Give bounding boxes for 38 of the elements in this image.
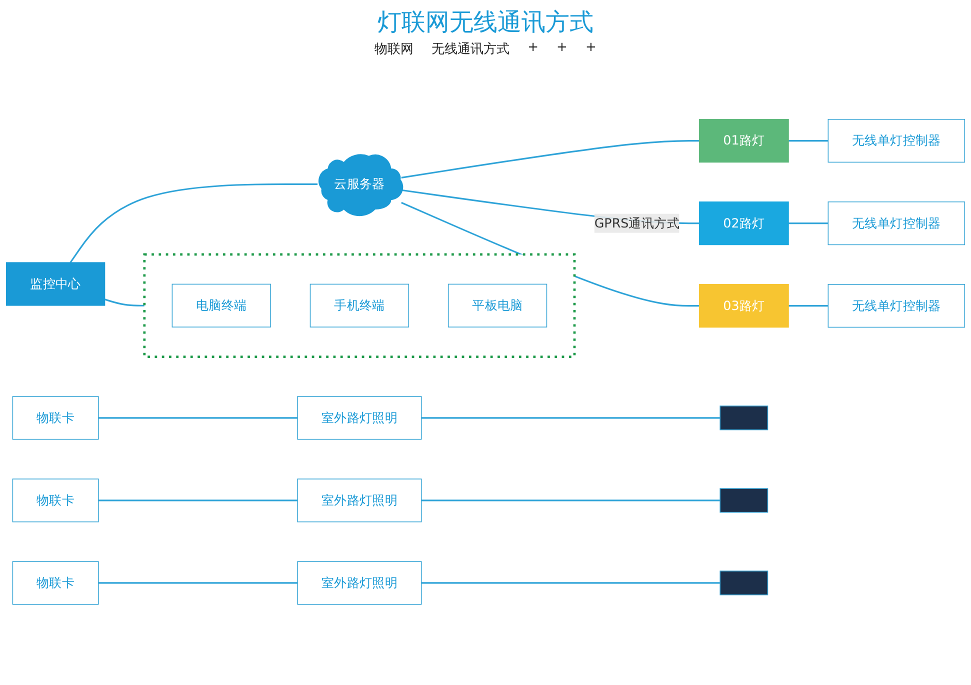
note-text: 无线通讯方式 <box>432 41 510 58</box>
connector <box>401 140 700 179</box>
connector <box>788 222 828 224</box>
node-box: 物联卡 <box>12 396 99 440</box>
node-box: 03路灯 <box>698 284 789 328</box>
connector <box>104 298 144 307</box>
diagram-title: 灯联网无线通讯方式 <box>376 7 594 38</box>
node-box: 无线单灯控制器 <box>828 119 966 163</box>
node-box: 室外路灯照明 <box>297 561 422 605</box>
note-text: + <box>528 40 539 57</box>
node-box: 手机终端 <box>310 284 410 328</box>
connector <box>788 140 828 142</box>
node-box: 01路灯 <box>698 119 789 163</box>
connector <box>421 500 720 502</box>
node-box: 无线单灯控制器 <box>828 202 966 246</box>
node-box <box>720 570 768 596</box>
connector <box>98 582 298 584</box>
note-text: 物联网 <box>374 41 414 58</box>
connector <box>98 500 298 502</box>
node-box: 监控中心 <box>6 262 106 306</box>
node-box: 室外路灯照明 <box>297 478 422 522</box>
connector <box>788 305 828 307</box>
node-box: 平板电脑 <box>448 284 548 328</box>
node-box: 物联卡 <box>12 561 99 605</box>
connector <box>421 582 720 584</box>
note-text: + <box>585 40 596 57</box>
node-box <box>720 406 768 430</box>
connector <box>70 184 318 264</box>
node-box <box>720 488 768 513</box>
connector <box>98 417 298 419</box>
note-text: + <box>556 40 568 57</box>
node-box: 电脑终端 <box>172 284 271 328</box>
node-box: 02路灯 <box>698 202 789 246</box>
edge-label: GPRS通讯方式 <box>594 216 680 231</box>
connector <box>421 417 720 419</box>
node-box: 无线单灯控制器 <box>828 284 966 328</box>
node-box: 物联卡 <box>12 478 99 522</box>
node-box: 室外路灯照明 <box>297 396 422 440</box>
